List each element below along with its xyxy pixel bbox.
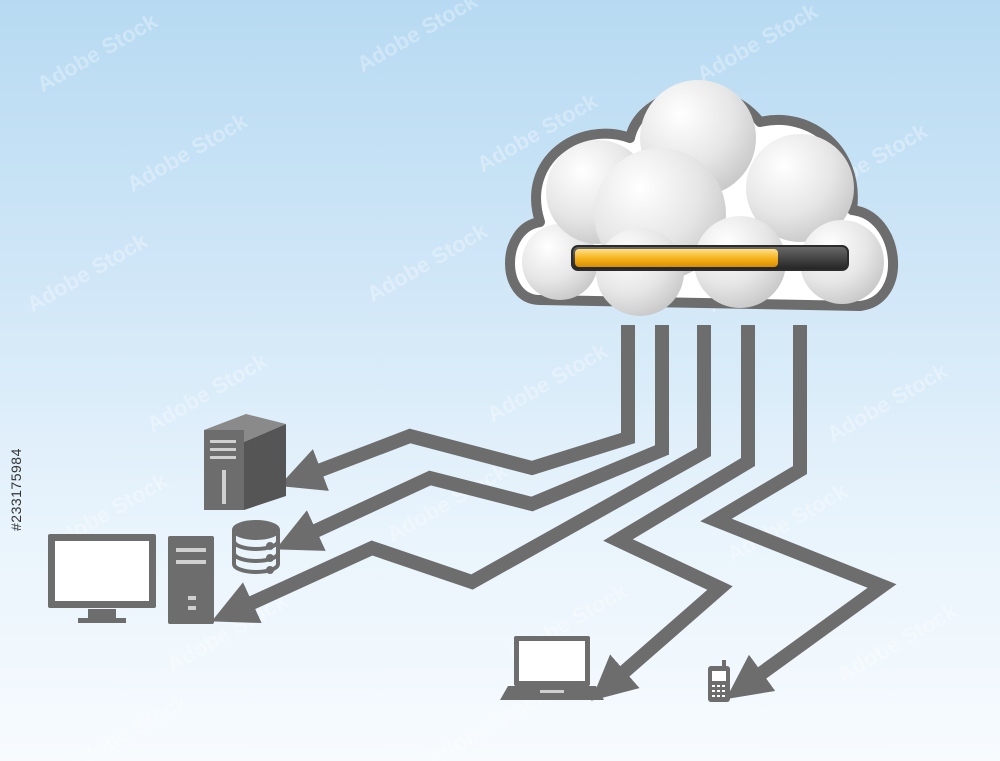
server-tower-icon — [204, 414, 286, 510]
connector-to-desktop — [211, 325, 711, 624]
desktop-computer-icon — [48, 534, 214, 624]
connector-to-laptop — [591, 325, 755, 701]
connector-to-phone — [700, 325, 897, 700]
upload-progress-bar — [571, 245, 849, 271]
connector-lines — [211, 325, 897, 701]
connector-to-database — [275, 325, 669, 551]
laptop-icon — [500, 636, 604, 700]
cloud-icon — [505, 80, 898, 316]
stock-id-label: #233175984 — [8, 448, 24, 531]
database-icon — [232, 520, 280, 574]
mobile-phone-icon — [708, 660, 730, 702]
progress-fill — [575, 249, 778, 267]
connector-to-server — [279, 325, 635, 491]
